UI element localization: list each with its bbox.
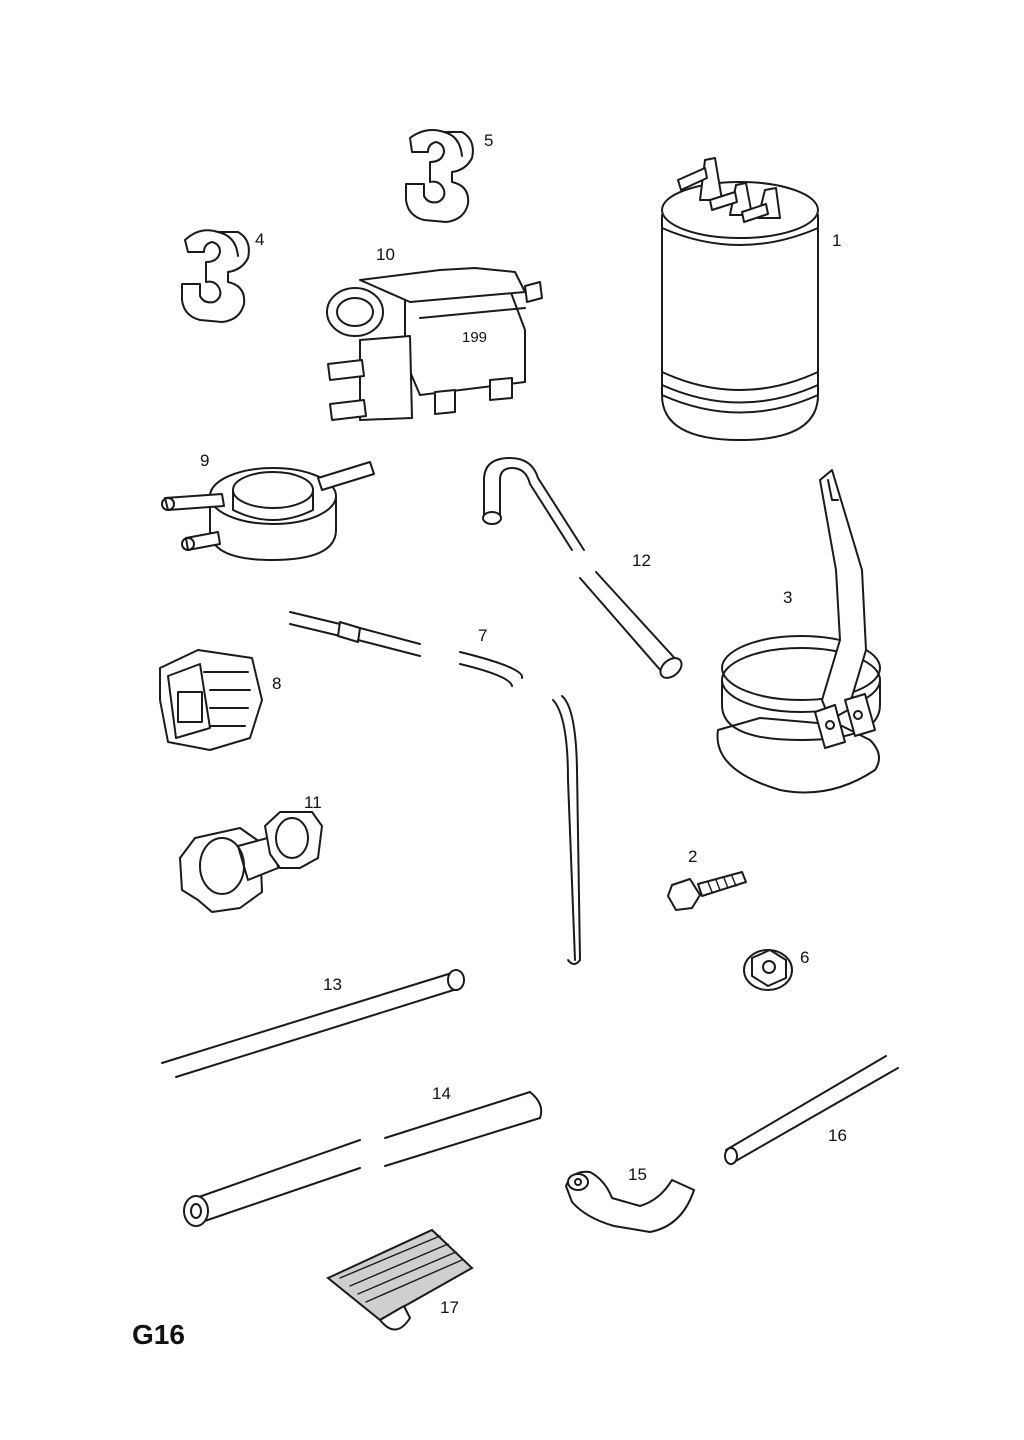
callout-16: 16 bbox=[828, 1126, 847, 1145]
nut-part-6 bbox=[743, 949, 793, 991]
callout-1: 1 bbox=[832, 231, 841, 250]
clip-part-5 bbox=[405, 129, 474, 223]
callout-8: 8 bbox=[272, 674, 281, 693]
callout-4: 4 bbox=[255, 230, 264, 249]
callout-15: 15 bbox=[628, 1165, 647, 1184]
clip-part-11 bbox=[179, 811, 323, 913]
callout-7: 7 bbox=[478, 626, 487, 645]
callout-2: 2 bbox=[688, 847, 697, 866]
callout-14: 14 bbox=[432, 1084, 451, 1103]
hose-part-14 bbox=[183, 1091, 543, 1227]
pipe-part-7 bbox=[289, 611, 581, 965]
strip-part-17 bbox=[326, 1228, 474, 1331]
hose-part-15 bbox=[565, 1170, 695, 1233]
canister-part-1 bbox=[661, 157, 819, 441]
pipe-part-13 bbox=[161, 969, 465, 1078]
connector-part-8 bbox=[159, 649, 263, 751]
callout-3: 3 bbox=[783, 588, 792, 607]
callout-6: 6 bbox=[800, 948, 809, 967]
callout-17: 17 bbox=[440, 1298, 459, 1317]
callout-10: 10 bbox=[376, 245, 395, 264]
callout-5: 5 bbox=[484, 131, 493, 150]
hose-part-12 bbox=[482, 457, 683, 679]
callout-9: 9 bbox=[200, 451, 209, 470]
clip-part-4 bbox=[181, 229, 250, 323]
valve-marking: 199 bbox=[462, 329, 487, 346]
solenoid-part-10 bbox=[326, 267, 543, 421]
bolt-part-2 bbox=[667, 871, 747, 911]
valve-part-9 bbox=[161, 461, 375, 561]
pipe-part-16 bbox=[724, 1055, 899, 1165]
callout-12: 12 bbox=[632, 551, 651, 570]
sheet-code: G16 bbox=[132, 1319, 185, 1350]
callout-11: 11 bbox=[304, 793, 322, 812]
callout-13: 13 bbox=[323, 975, 342, 994]
bracket-part-3 bbox=[716, 469, 881, 794]
